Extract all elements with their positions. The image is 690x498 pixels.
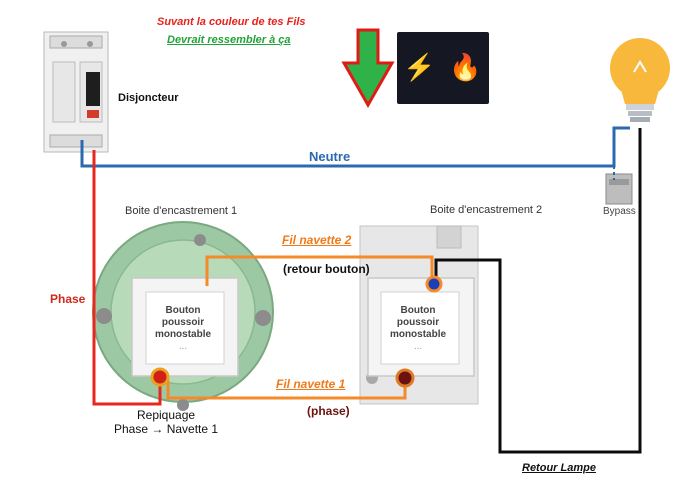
push-button-1-line1: Bouton xyxy=(165,305,201,316)
push-button-1-line4: ... xyxy=(178,341,188,352)
label-boite-2: Boite d'encastrement 2 xyxy=(430,204,543,216)
terminal-retour-button-2 xyxy=(425,275,443,293)
label-fil-navette-2: Fil navette 2 xyxy=(282,233,352,247)
down-arrow-icon xyxy=(341,28,395,109)
push-button-2-line4: ... xyxy=(413,341,423,352)
bypass-module xyxy=(605,173,633,205)
push-button-1-text: Bouton poussoir monostable ... xyxy=(148,305,218,353)
label-disjoncteur: Disjoncteur xyxy=(118,92,179,104)
push-button-2-plate xyxy=(367,277,475,377)
label-phase-paren: (phase) xyxy=(307,404,350,418)
label-bypass: Bypass xyxy=(603,206,636,217)
header-line-1: Suvant la couleur de tes Fils xyxy=(157,16,306,28)
label-fil-navette-1: Fil navette 1 xyxy=(276,377,346,391)
label-boite-1: Boite d'encastrement 1 xyxy=(125,205,238,217)
label-neutre: Neutre xyxy=(309,149,351,164)
fire-icon: 🔥 xyxy=(449,52,482,82)
phase-wire xyxy=(92,150,162,406)
push-button-1-line3: monostable xyxy=(154,329,212,340)
circuit-breaker xyxy=(43,31,109,153)
push-button-2-line1: Bouton xyxy=(400,305,436,316)
label-retour-lampe: Retour Lampe xyxy=(522,462,596,474)
lightning-icon: ⚡ xyxy=(403,52,436,82)
label-repiquage: Repiquage xyxy=(137,408,196,422)
push-button-1-plate xyxy=(131,277,239,377)
push-button-2-line2: poussoir xyxy=(396,317,440,328)
terminal-navette-button-2 xyxy=(395,368,415,388)
label-repiquage-detail: Phase → Navette 1 xyxy=(114,422,219,436)
lamp-return-wire xyxy=(434,128,642,454)
push-button-2-text: Bouton poussoir monostable ... xyxy=(383,305,453,353)
push-button-1-line2: poussoir xyxy=(161,317,205,328)
hazard-icon-box: ⚡ 🔥 xyxy=(397,32,489,104)
light-bulb-icon xyxy=(610,38,670,122)
label-phase: Phase xyxy=(50,292,86,306)
push-button-2-line3: monostable xyxy=(389,329,447,340)
navette-1-wire xyxy=(166,380,407,400)
neutral-wire xyxy=(80,126,630,168)
label-retour-bouton: (retour bouton) xyxy=(283,262,370,276)
terminal-phase-button-1 xyxy=(150,367,170,387)
header-line-2: Devrait ressembler à ça xyxy=(167,34,291,46)
navette-2-wire xyxy=(205,255,434,286)
